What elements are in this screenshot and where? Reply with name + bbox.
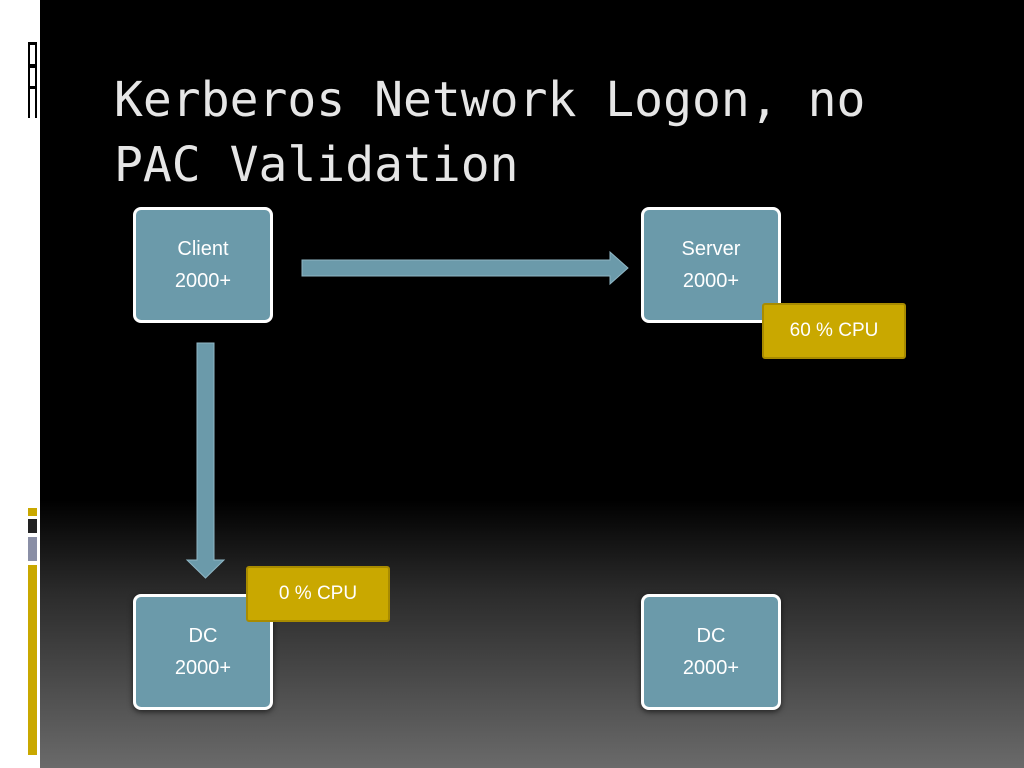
dc-right-node: DC 2000+ (641, 594, 781, 710)
slide-title: Kerberos Network Logon, no PAC Validatio… (114, 72, 866, 193)
client-to-dc-arrow (185, 342, 226, 579)
server-node: Server 2000+ (641, 207, 781, 323)
client-label: Client (177, 238, 229, 260)
client-to-server-arrow (301, 250, 629, 286)
client-node: Client 2000+ (133, 207, 273, 323)
server-cpu-badge: 60 % CPU (762, 303, 906, 359)
dc-right-label: DC (696, 625, 726, 647)
server-label: Server (681, 238, 741, 260)
dc-left-version: 2000+ (174, 657, 232, 679)
server-version: 2000+ (682, 270, 740, 292)
title-bar-decoration (28, 42, 37, 118)
dc-right-version: 2000+ (682, 657, 740, 679)
dc-cpu-badge: 0 % CPU (246, 566, 390, 622)
dc-left-label: DC (188, 625, 218, 647)
client-version: 2000+ (174, 270, 232, 292)
